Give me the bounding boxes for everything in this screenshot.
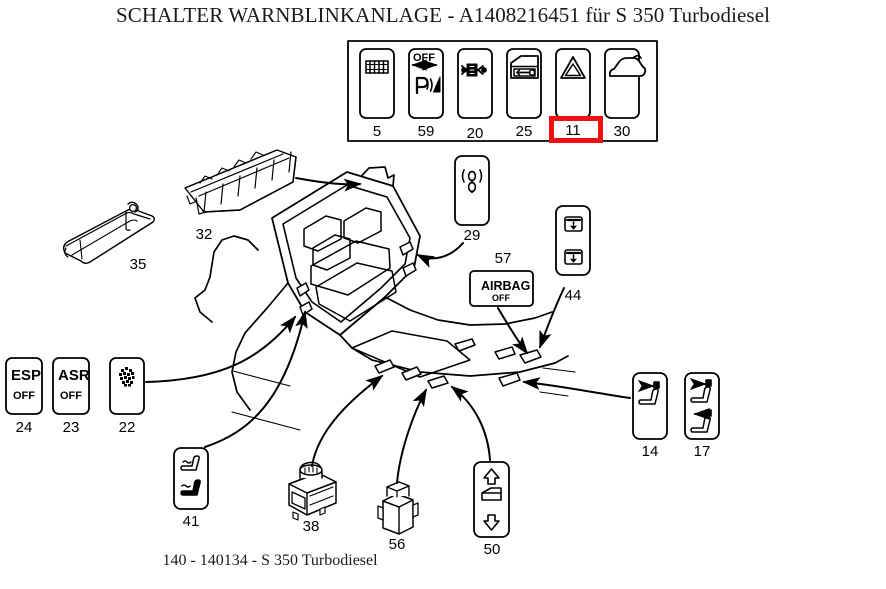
label-50: 50: [483, 541, 501, 558]
part-17-switch: [684, 372, 720, 440]
switch-20: [457, 48, 493, 119]
label-11: 11: [565, 122, 581, 139]
airbag-label: AIRBAG: [481, 279, 530, 293]
part-57-airbag-label: [469, 270, 534, 307]
switch-30: [604, 48, 647, 119]
leader-lines: [145, 177, 631, 484]
label-29: 29: [463, 227, 481, 244]
part-56-artwork: [377, 481, 419, 535]
label-22: 22: [118, 419, 136, 436]
part-41-switch: [173, 447, 209, 510]
label-38: 38: [302, 518, 320, 535]
part-35-artwork: [62, 201, 155, 264]
label-56: 56: [388, 536, 406, 553]
label-20: 20: [466, 125, 484, 142]
part-50-switch: [473, 461, 510, 538]
switch-11: [555, 48, 591, 119]
label-24: 24: [15, 419, 33, 436]
label-30: 30: [613, 123, 631, 140]
part-24-switch: [5, 357, 43, 415]
label-41: 41: [182, 513, 200, 530]
esp-label: ESP: [11, 367, 41, 384]
asr-off-label: OFF: [60, 390, 82, 402]
switch-59: [408, 48, 444, 119]
label-44: 44: [564, 287, 582, 304]
label-32: 32: [195, 226, 213, 243]
airbag-off-label: OFF: [492, 293, 510, 303]
parktronic-off-label: OFF: [413, 52, 435, 64]
label-57: 57: [494, 250, 512, 267]
label-59: 59: [417, 123, 435, 140]
part-23-switch: [52, 357, 90, 415]
part-44-switch: [555, 205, 591, 276]
asr-label: ASR: [58, 367, 90, 384]
part-32-artwork: [184, 149, 297, 215]
label-5: 5: [372, 123, 382, 140]
part-14-switch: [632, 372, 668, 440]
label-17: 17: [693, 443, 711, 460]
console-artwork: [194, 166, 576, 431]
switch-25: [506, 48, 542, 119]
part-29-switch: [454, 155, 490, 226]
page-caption: 140 - 140134 - S 350 Turbodiesel: [162, 552, 378, 569]
label-35: 35: [129, 256, 147, 273]
switch-5: [359, 48, 395, 119]
esp-off-label: OFF: [13, 390, 35, 402]
label-23: 23: [62, 419, 80, 436]
label-25: 25: [515, 123, 533, 140]
part-38-artwork: [288, 461, 337, 521]
label-14: 14: [641, 443, 659, 460]
part-22-switch: [109, 357, 145, 415]
page-title: SCHALTER WARNBLINKANLAGE - A1408216451 f…: [115, 3, 771, 27]
